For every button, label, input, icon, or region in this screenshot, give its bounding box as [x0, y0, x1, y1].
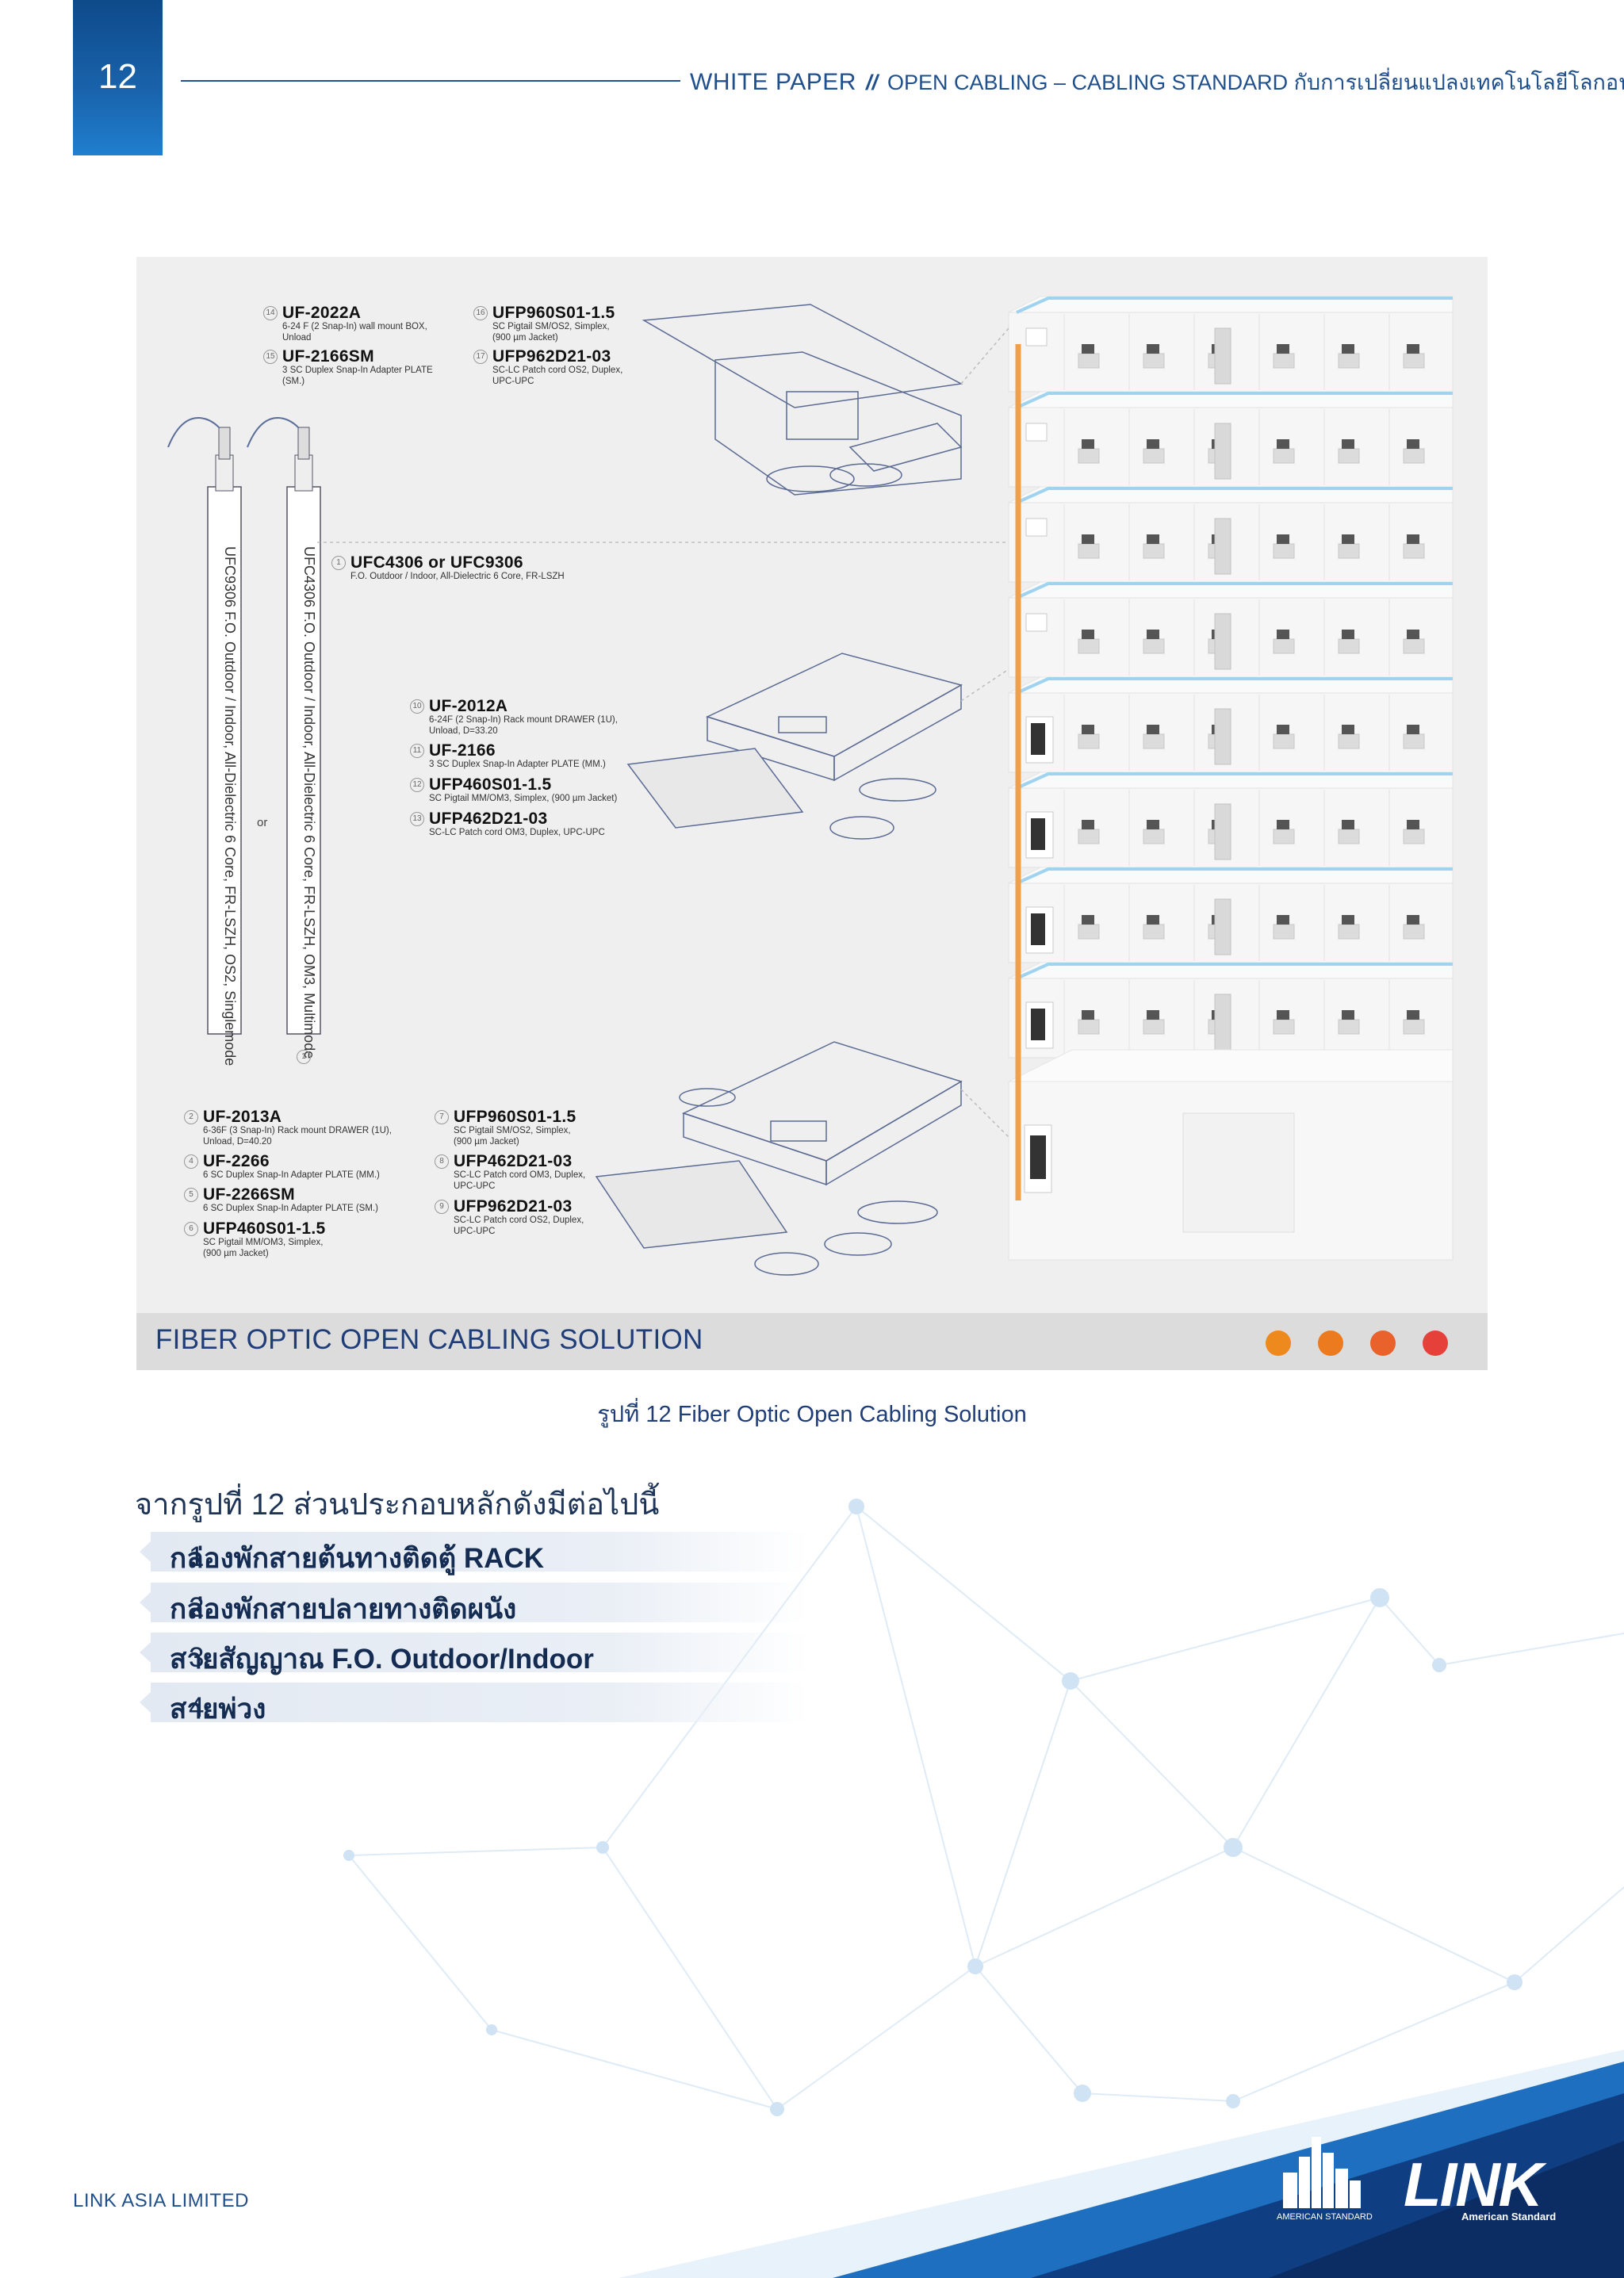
header-separator: //	[865, 71, 878, 94]
american-standard-logo	[1283, 2137, 1361, 2208]
figure-illustration	[167, 296, 1454, 1276]
link-logo: LINK	[1404, 2150, 1543, 2219]
list-item: 4. สายพ่วง	[140, 1683, 809, 1725]
page-number: 12	[98, 57, 137, 96]
building-illustration	[1008, 296, 1454, 1261]
header-rule	[181, 80, 680, 82]
link-logo-subtitle: American Standard	[1461, 2211, 1557, 2222]
american-standard-logo-text: AMERICAN STANDARD	[1277, 2212, 1373, 2222]
header-subtitle: OPEN CABLING – CABLING STANDARD กับการเป…	[887, 71, 1624, 94]
intro-text: จากรูปที่ 12 ส่วนประกอบหลักดังมีต่อไปนี้	[135, 1488, 660, 1522]
decor-dot-3	[1370, 1330, 1396, 1356]
cable-number: 1	[297, 1048, 316, 1066]
figure-caption: รูปที่ 12 Fiber Optic Open Cabling Solut…	[597, 1402, 1027, 1427]
page-number-tab: 12	[73, 0, 163, 155]
list-item: 1. กล่องพักสายต้นทางติดตู้ RACK	[140, 1532, 809, 1574]
decor-dot-1	[1266, 1330, 1291, 1356]
decor-dot-2	[1318, 1330, 1343, 1356]
cable-label-multimode: UFC4306 F.O. Outdoor / Indoor, All-Diele…	[301, 546, 317, 1059]
list-item: 3. สายสัญญาณ F.O. Outdoor/Indoor	[140, 1633, 809, 1675]
figure-title: FIBER OPTIC OPEN CABLING SOLUTION	[155, 1324, 703, 1355]
rack-drawer-bottom-illustration	[595, 1041, 1009, 1276]
header-title: WHITE PAPER // OPEN CABLING – CABLING STAN…	[690, 65, 1624, 99]
list-item: 2. กล่องพักสายปลายทางติดผนัง	[140, 1583, 809, 1625]
header-white-paper: WHITE PAPER	[690, 69, 856, 95]
figure-title-bar: FIBER OPTIC OPEN CABLING SOLUTION	[136, 1313, 1488, 1370]
wall-mount-box-illustration	[642, 304, 1009, 496]
company-name: LINK ASIA LIMITED	[73, 2190, 249, 2211]
cable-illustration	[167, 416, 1009, 1035]
rack-drawer-mid-illustration	[626, 653, 1009, 840]
cable-label-singlemode: UFC9306 F.O. Outdoor / Indoor, All-Diele…	[222, 546, 238, 1066]
or-label: or	[257, 816, 268, 829]
decor-dot-4	[1423, 1330, 1448, 1356]
